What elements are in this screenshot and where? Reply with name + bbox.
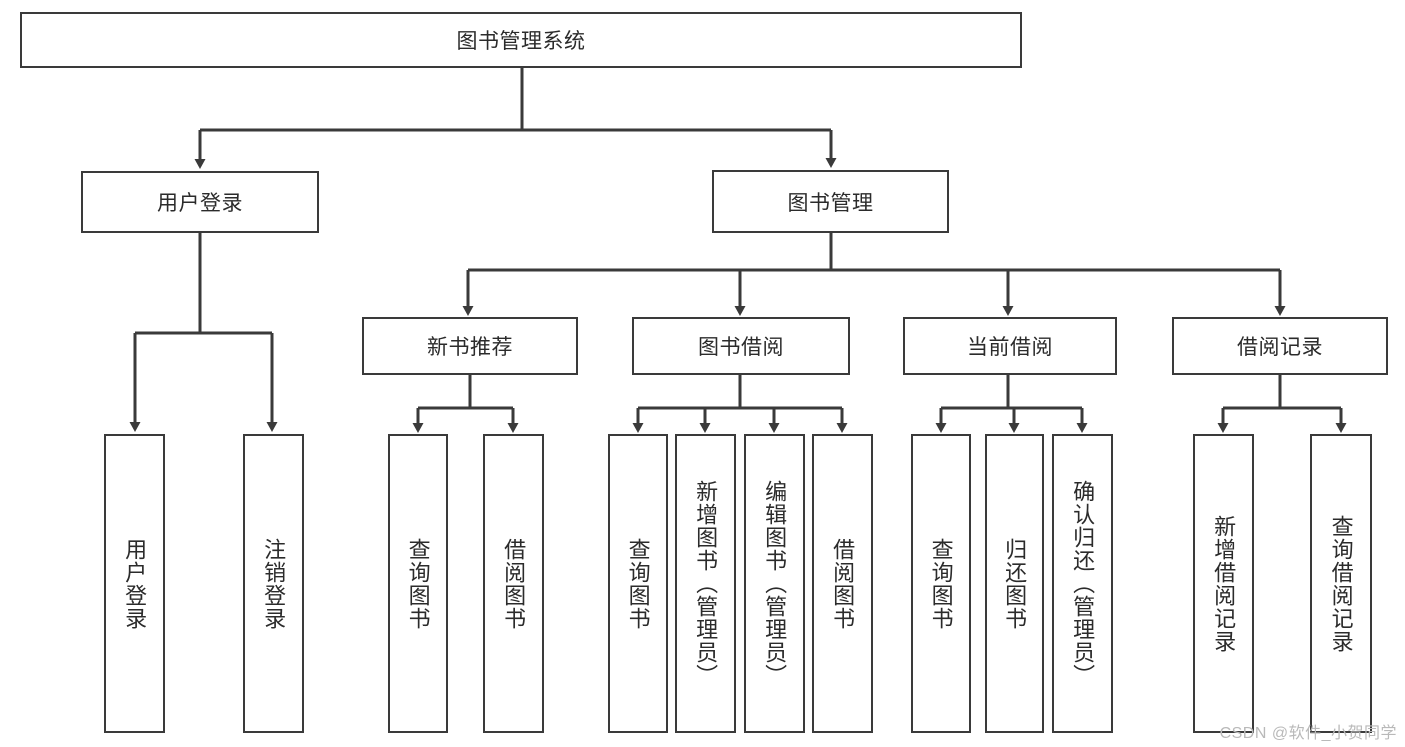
node-borrow-record[interactable]: 借阅记录 <box>1172 317 1388 375</box>
node-label: 新增借阅记录 <box>1211 514 1237 653</box>
node-label: 借阅图书 <box>830 537 856 630</box>
node-label: 查询图书 <box>625 537 651 630</box>
node-label: 新书推荐 <box>427 336 513 359</box>
leaf-query-book-recommend[interactable]: 查询图书 <box>388 434 448 733</box>
leaf-borrow-book[interactable]: 借阅图书 <box>812 434 873 733</box>
leaf-return-book[interactable]: 归还图书 <box>985 434 1044 733</box>
node-label: 借阅图书 <box>501 537 527 630</box>
node-label: 图书管理 <box>787 191 874 215</box>
node-label: 查询图书 <box>928 537 954 630</box>
leaf-edit-book-admin[interactable]: 编辑图书（管理员） <box>744 434 805 733</box>
leaf-query-book-current[interactable]: 查询图书 <box>911 434 971 733</box>
leaf-add-borrow-record[interactable]: 新增借阅记录 <box>1193 434 1254 733</box>
leaf-user-login[interactable]: 用户登录 <box>104 434 165 733</box>
node-label: 用户登录 <box>122 537 148 630</box>
node-root[interactable]: 图书管理系统 <box>20 12 1022 68</box>
node-label: 确认归还（管理员） <box>1070 480 1096 687</box>
leaf-add-book-admin[interactable]: 新增图书（管理员） <box>675 434 736 733</box>
node-label: 用户登录 <box>157 192 243 215</box>
leaf-query-borrow-record[interactable]: 查询借阅记录 <box>1310 434 1372 733</box>
node-current-borrow[interactable]: 当前借阅 <box>903 317 1117 375</box>
node-book-management[interactable]: 图书管理 <box>712 170 949 233</box>
node-label: 图书借阅 <box>698 336 784 359</box>
leaf-borrow-book-recommend[interactable]: 借阅图书 <box>483 434 544 733</box>
node-label: 编辑图书（管理员） <box>762 480 788 687</box>
node-label: 归还图书 <box>1002 537 1028 630</box>
watermark: CSDN @软件_小贺同学 <box>1219 725 1397 742</box>
node-label: 图书管理系统 <box>456 30 586 53</box>
node-label: 查询借阅记录 <box>1328 514 1354 653</box>
leaf-confirm-return-admin[interactable]: 确认归还（管理员） <box>1052 434 1113 733</box>
node-label: 查询图书 <box>405 537 431 630</box>
node-book-borrow[interactable]: 图书借阅 <box>632 317 850 375</box>
node-label: 新增图书（管理员） <box>693 480 719 687</box>
node-label: 当前借阅 <box>967 336 1053 359</box>
node-user-login[interactable]: 用户登录 <box>81 171 319 233</box>
node-label: 借阅记录 <box>1237 336 1323 359</box>
node-label: 注销登录 <box>261 537 287 630</box>
node-new-book-recommend[interactable]: 新书推荐 <box>362 317 578 375</box>
leaf-query-book-borrow[interactable]: 查询图书 <box>608 434 668 733</box>
leaf-logout[interactable]: 注销登录 <box>243 434 304 733</box>
